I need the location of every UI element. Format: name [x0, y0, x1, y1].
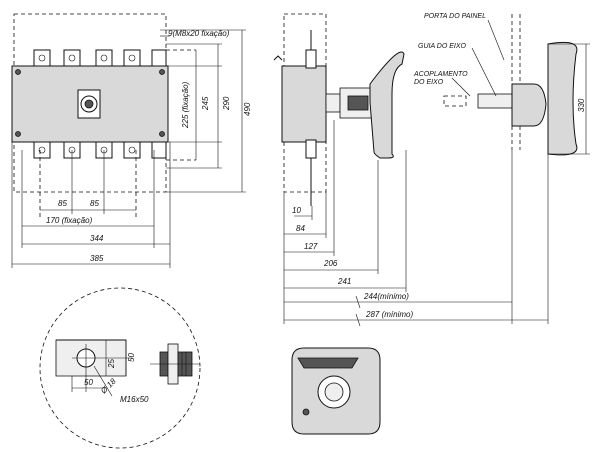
lock-icon: [302, 408, 310, 416]
bottom-terminals: [33, 139, 167, 159]
dim-9-m8: 9(M8x20 fixação): [168, 29, 230, 38]
dim-170: 170 (fixação): [46, 216, 93, 225]
front-horizontal-dims: [11, 142, 171, 268]
side-dims: [283, 120, 549, 327]
rotary-handle: [369, 51, 405, 159]
dim-241: 241: [337, 277, 351, 286]
handle-front-view: [291, 347, 381, 435]
dim-385: 385: [90, 254, 104, 263]
dim-206: 206: [323, 259, 338, 268]
dim-344: 344: [90, 234, 104, 243]
handle-front: [547, 41, 578, 156]
label-shaft-coupling-2: DO EIXO: [414, 79, 444, 86]
dim-127: 127: [304, 242, 318, 251]
detail-circle: [39, 287, 201, 449]
front-view: 9(M8x20 fixação) 225 (fixação) 245 290 4…: [11, 13, 252, 268]
handle-detail: PORTA DO PAINEL GUIA DO EIXO ACOPLAMENTO…: [413, 13, 590, 156]
label-panel-door: PORTA DO PAINEL: [424, 13, 486, 20]
dim-50-vertical: 50: [127, 353, 136, 362]
dim-245: 245: [201, 96, 210, 111]
side-view: 10 84 127 206 241 244(mínimo) 287 (mínim…: [273, 13, 549, 327]
dim-290: 290: [222, 96, 231, 111]
dim-244: 244(mínimo): [363, 292, 409, 301]
dim-85-right: 85: [90, 199, 99, 208]
dim-bolt: M16x50: [120, 395, 149, 404]
top-terminals: [33, 49, 167, 69]
dim-287: 287 (mínimo): [365, 310, 413, 319]
dim-25: 25: [107, 359, 116, 369]
dim-225: 225 (fixação): [181, 81, 190, 129]
dim-85-left: 85: [58, 199, 67, 208]
dim-490: 490: [243, 102, 252, 116]
dim-10: 10: [292, 206, 301, 215]
terminal-detail: 25 50 50 Ø 18 M16x50: [39, 287, 201, 449]
shaft-guide: [511, 83, 547, 127]
dim-84: 84: [296, 224, 305, 233]
label-shaft-guide: GUIA DO EIXO: [418, 43, 467, 50]
dim-330: 330: [577, 98, 586, 112]
front-vertical-dims: [160, 29, 246, 193]
label-shaft-coupling-1: ACOPLAMENTO: [413, 71, 468, 78]
dim-50-horizontal: 50: [84, 378, 93, 387]
dim-hole: Ø 18: [98, 376, 118, 396]
side-body: [281, 65, 327, 143]
